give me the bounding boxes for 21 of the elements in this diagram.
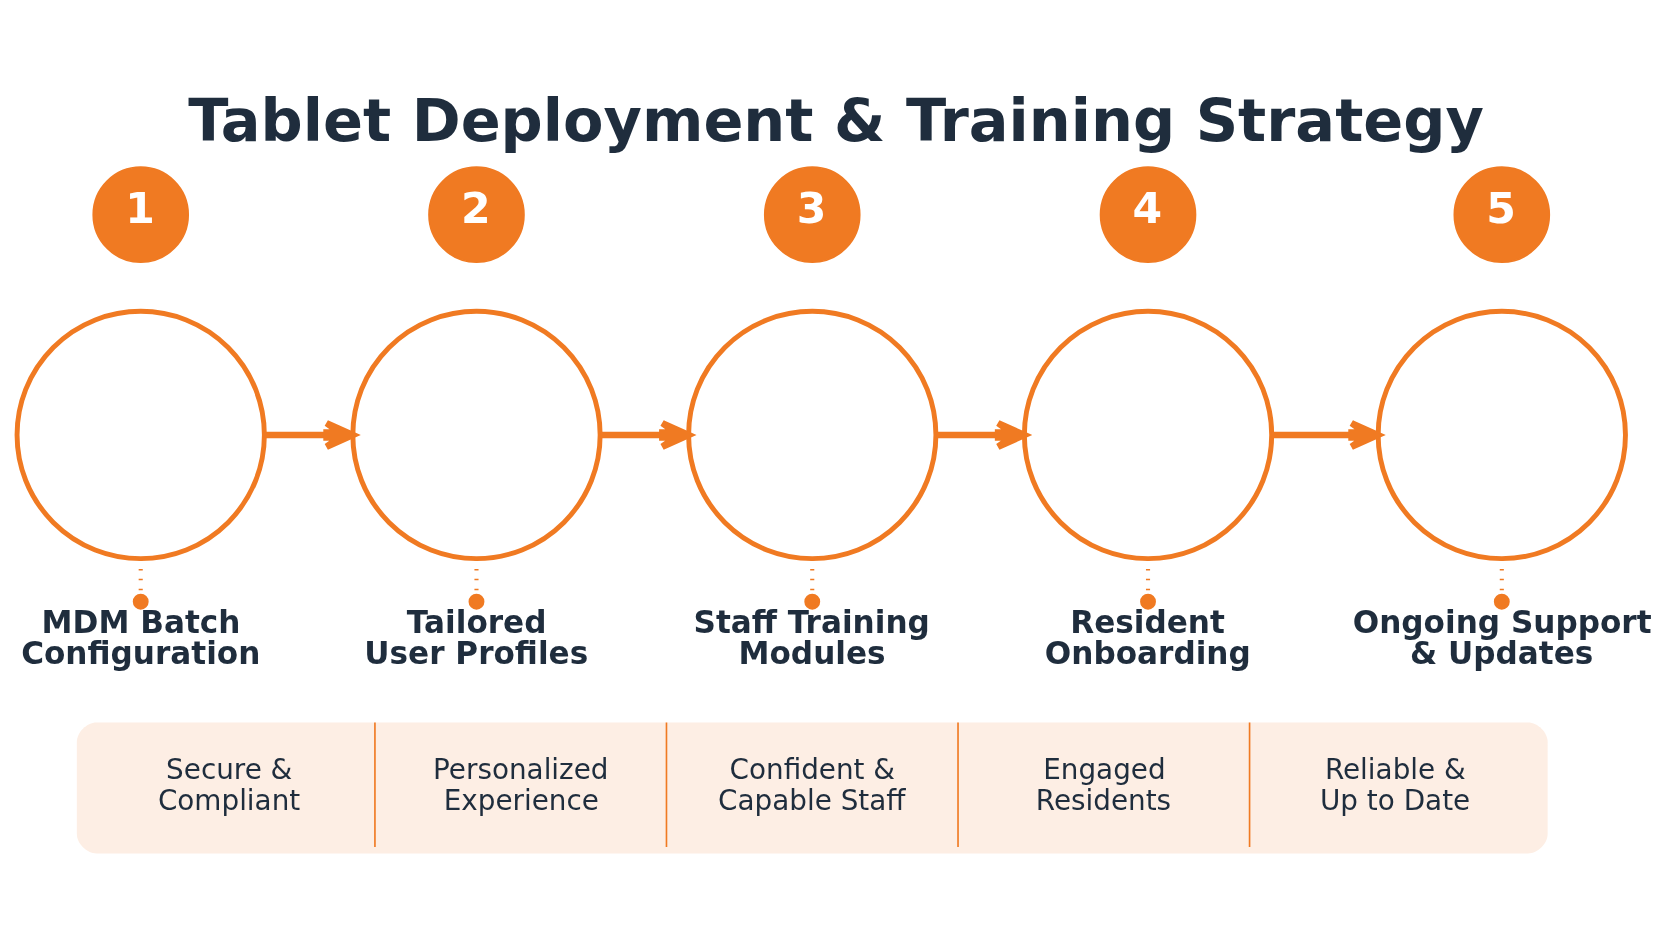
node-circle xyxy=(1375,308,1628,561)
node-text: MDM Batch Configuration xyxy=(21,603,261,671)
node-text: Staff Training Modules xyxy=(693,603,930,671)
connector xyxy=(132,558,149,610)
connector xyxy=(468,558,485,610)
node-circle: 3 xyxy=(763,165,861,263)
node-text: Resident Onboarding xyxy=(1044,603,1251,671)
node-circle: 2 xyxy=(428,165,525,263)
node-circle xyxy=(350,308,603,561)
node-circle: 4 xyxy=(1099,165,1197,263)
node-circle xyxy=(14,308,267,561)
node-circle: 1 xyxy=(92,165,190,263)
node-circle xyxy=(686,308,939,561)
node-circle xyxy=(1021,308,1275,561)
node-text: Ongoing Support & Updates xyxy=(1352,603,1652,671)
connector xyxy=(1493,558,1510,610)
node-text: Tailored User Profiles xyxy=(364,603,589,671)
connector xyxy=(1140,558,1156,610)
connector xyxy=(804,558,821,610)
diagram-title: Tablet Deployment & Training Strategy xyxy=(188,85,1484,155)
node-circle: 5 xyxy=(1453,165,1551,263)
